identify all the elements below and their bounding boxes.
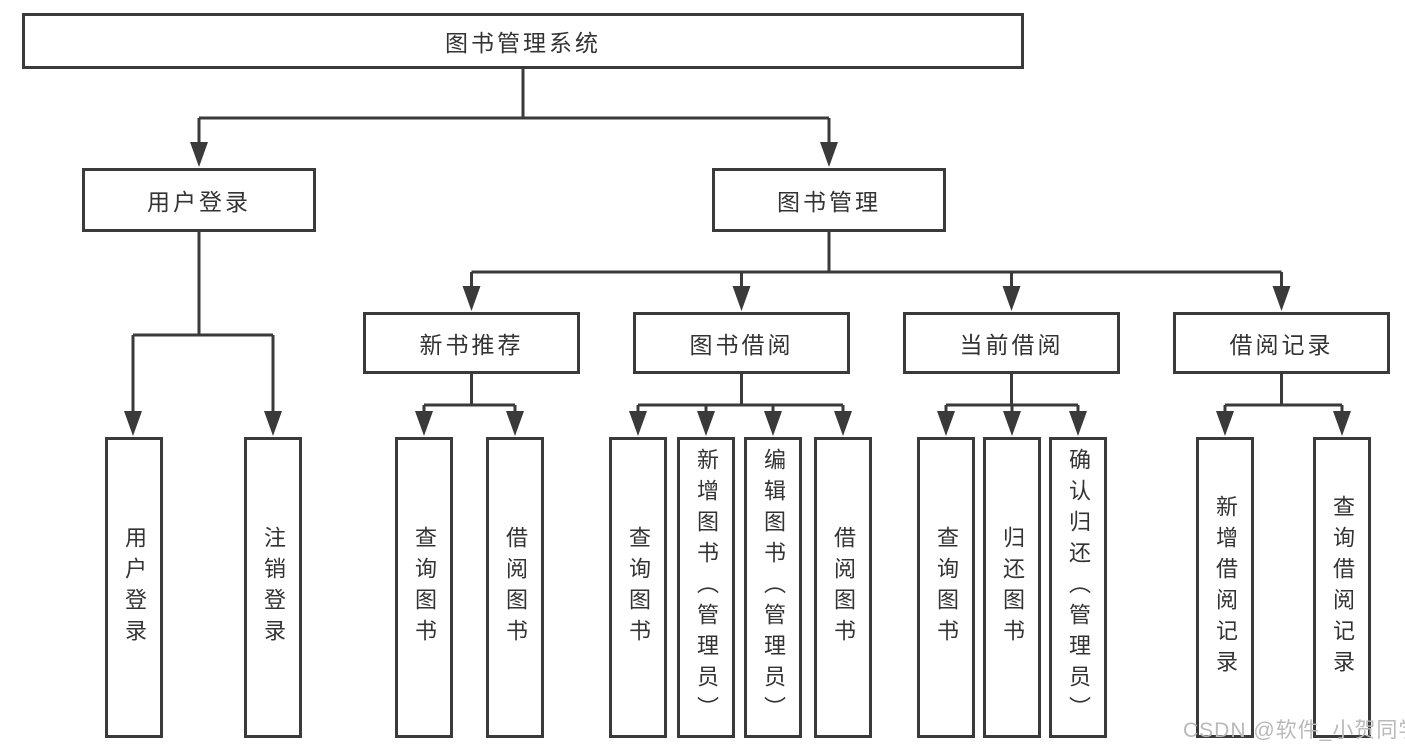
node-book-management: 图书管理	[712, 168, 946, 232]
book-management-connector	[462, 232, 1291, 311]
node-label: 注销登录	[261, 525, 286, 650]
connector-line	[470, 232, 1283, 291]
node-label: 图书管理系统	[445, 30, 601, 56]
leaf-records-add-record: 新增借阅记录	[1196, 437, 1254, 738]
node-label: 图书管理	[777, 189, 881, 215]
leaf-records-query-record: 查询借阅记录	[1313, 437, 1371, 738]
node-label: 归还图书	[1000, 525, 1025, 650]
leaf-borrow-edit-books-admin: 编辑图书（管理员）	[744, 437, 802, 738]
arrowhead	[629, 411, 647, 436]
current-borrow-connector	[937, 374, 1087, 436]
leaf-current-query-books: 查询图书	[917, 437, 975, 738]
arrowhead	[820, 142, 838, 167]
leaf-current-confirm-return-admin: 确认归还（管理员）	[1049, 437, 1107, 738]
leaf-current-return-books: 归还图书	[983, 437, 1041, 738]
connector-line	[422, 374, 517, 418]
user-login-connector	[124, 232, 282, 436]
node-label: 查询图书	[412, 525, 437, 650]
arrowhead	[264, 411, 282, 436]
leaf-borrow-add-books-admin: 新增图书（管理员）	[677, 437, 735, 738]
node-label: 借阅图书	[503, 525, 528, 650]
leaf-user-login: 用户登录	[105, 437, 163, 738]
leaf-recommend-query-books: 查询图书	[395, 437, 453, 738]
node-label: 图书借阅	[689, 332, 794, 358]
arrowhead	[1272, 286, 1291, 311]
node-label: 查询借阅记录	[1330, 494, 1355, 681]
node-label: 新增借阅记录	[1213, 494, 1238, 681]
borrow-records-connector	[1216, 374, 1351, 436]
node-label: 借阅记录	[1229, 332, 1334, 358]
node-book-borrow: 图书借阅	[633, 312, 850, 374]
root-connector	[190, 69, 838, 167]
node-label: 用户登录	[122, 525, 147, 650]
arrowhead	[697, 411, 715, 436]
new-book-recommend-connector	[415, 374, 524, 436]
connector-line	[636, 374, 845, 418]
node-label: 新书推荐	[419, 332, 524, 358]
arrowhead	[834, 411, 852, 436]
csdn-watermark: CSDN @软件_小贺同学	[1183, 719, 1405, 742]
arrowhead	[1003, 411, 1021, 436]
node-label: 编辑图书（管理员）	[761, 448, 786, 727]
leaf-borrow-query-books: 查询图书	[609, 437, 667, 738]
node-label: 查询图书	[626, 525, 651, 650]
leaf-borrow-borrow-books: 借阅图书	[814, 437, 872, 738]
node-user-login: 用户登录	[82, 168, 316, 232]
arrowhead	[1216, 411, 1234, 436]
connector-line	[1223, 374, 1344, 418]
book-borrow-connector	[629, 374, 852, 436]
node-current-borrow: 当前借阅	[903, 312, 1120, 374]
connector-line	[197, 69, 831, 146]
node-label: 当前借阅	[959, 332, 1064, 358]
arrowhead	[462, 286, 481, 311]
node-root: 图书管理系统	[22, 13, 1024, 69]
arrowhead	[506, 411, 524, 436]
arrowhead	[1069, 411, 1087, 436]
node-label: 查询图书	[934, 525, 959, 650]
arrowhead	[190, 142, 208, 167]
arrowhead	[1333, 411, 1351, 436]
node-label: 新增图书（管理员）	[694, 448, 719, 727]
leaf-recommend-borrow-books: 借阅图书	[486, 437, 544, 738]
node-label: 用户登录	[147, 189, 251, 215]
node-label: 借阅图书	[831, 525, 856, 650]
arrowhead	[732, 286, 751, 311]
arrowhead	[415, 411, 433, 436]
node-label: 确认归还（管理员）	[1066, 448, 1091, 727]
arrowhead	[937, 411, 955, 436]
arrowhead	[124, 411, 142, 436]
arrowhead	[764, 411, 782, 436]
arrowhead	[1002, 286, 1021, 311]
connector-line	[131, 232, 275, 416]
node-borrow-records: 借阅记录	[1173, 312, 1390, 374]
node-new-book-recommend: 新书推荐	[363, 312, 580, 374]
leaf-logout: 注销登录	[244, 437, 302, 738]
